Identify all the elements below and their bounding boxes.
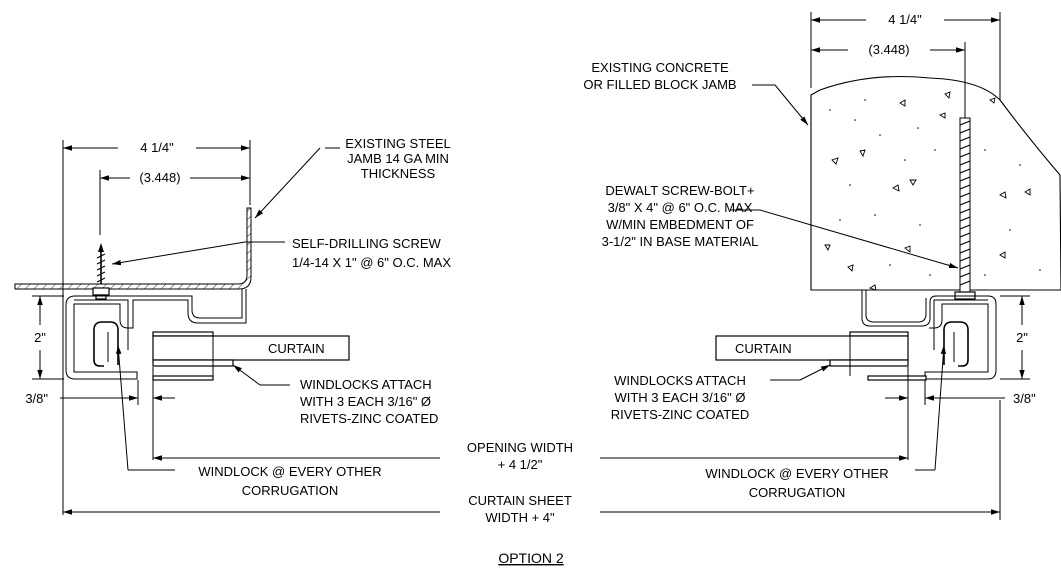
left-curtain: CURTAIN: [152, 331, 350, 381]
right-bolt-note-3: W/MIN EMBEDMENT OF: [606, 217, 754, 232]
curtain-sheet-label-2: WIDTH + 4": [485, 510, 555, 525]
left-dim-overall-label: 4 1/4": [140, 140, 174, 155]
right-concrete-note-1: EXISTING CONCRETE: [591, 60, 729, 75]
right-dim-gap-label: 3/8": [1013, 391, 1036, 406]
left-windlocks-note-2: WITH 3 EACH 3/16" Ø: [300, 394, 431, 409]
right-curtain-label: CURTAIN: [735, 341, 792, 356]
right-leaders: [730, 84, 959, 471]
left-dim-gap: 3/8": [25, 367, 175, 460]
left-screw: [92, 243, 110, 300]
right-concrete-texture: [824, 91, 1041, 291]
curtain-sheet-dimension: CURTAIN SHEET WIDTH + 4": [63, 400, 1001, 525]
opening-width-dimension: OPENING WIDTH + 4 1/2": [153, 440, 908, 472]
right-windlocks-note-2: WITH 3 EACH 3/16" Ø: [614, 390, 745, 405]
right-windlock: [943, 321, 969, 367]
left-dim-height: 2": [32, 295, 64, 380]
opening-width-label-2: + 4 1/2": [498, 457, 543, 472]
left-steel-jamb: [14, 207, 252, 290]
right-dim-overall-label: 4 1/4": [888, 12, 922, 27]
right-windlock-note-1: WINDLOCK @ EVERY OTHER: [705, 466, 888, 481]
right-dim-inner-label: (3.448): [868, 42, 909, 57]
right-dim-gap: 3/8": [885, 367, 1036, 460]
right-curtain: CURTAIN: [715, 331, 927, 381]
left-dim-inner: (3.448): [99, 170, 250, 235]
left-windlock: [93, 321, 119, 367]
left-dim-gap-label: 3/8": [25, 391, 48, 406]
right-detail: 4 1/4" (3.448) CURTAIN: [583, 12, 1061, 500]
left-guide-channel: [65, 289, 247, 380]
right-windlocks-note-3: RIVETS-ZINC COATED: [611, 407, 749, 422]
drawing-title: OPTION 2: [498, 550, 564, 566]
left-jamb-note-1: EXISTING STEEL: [345, 136, 450, 151]
left-dim-overall: 4 1/4": [62, 140, 251, 515]
right-bolt-note-2: 3/8" X 4" @ 6" O.C. MAX: [608, 200, 753, 215]
left-jamb-note-2: JAMB 14 GA MIN: [347, 151, 449, 166]
left-windlocks-note-1: WINDLOCKS ATTACH: [300, 377, 432, 392]
left-dim-height-label: 2": [34, 330, 46, 345]
left-windlock-note-1: WINDLOCK @ EVERY OTHER: [198, 464, 381, 479]
right-windlock-note-2: CORRUGATION: [749, 485, 846, 500]
right-bolt-note-1: DEWALT SCREW-BOLT+: [605, 183, 754, 198]
right-dim-height: 2": [1000, 295, 1030, 380]
right-dim-height-label: 2": [1016, 330, 1028, 345]
left-curtain-label: CURTAIN: [268, 341, 325, 356]
left-leaders: [111, 147, 340, 471]
left-detail: 4 1/4" (3.448): [14, 136, 451, 515]
right-dim-inner: (3.448): [811, 42, 966, 118]
left-dim-inner-label: (3.448): [139, 170, 180, 185]
opening-width-label-1: OPENING WIDTH: [467, 440, 573, 455]
left-screw-note-1: SELF-DRILLING SCREW: [292, 236, 442, 251]
right-concrete-jamb: [810, 75, 1061, 291]
curtain-sheet-label-1: CURTAIN SHEET: [468, 493, 572, 508]
left-windlocks-note-3: RIVETS-ZINC COATED: [300, 411, 438, 426]
right-guide-channel: [861, 290, 997, 380]
right-bolt-note-4: 3-1/2" IN BASE MATERIAL: [602, 234, 759, 249]
left-screw-note-2: 1/4-14 X 1" @ 6" O.C. MAX: [292, 255, 451, 270]
right-windlocks-note-1: WINDLOCKS ATTACH: [614, 373, 746, 388]
left-windlock-note-2: CORRUGATION: [242, 483, 339, 498]
left-jamb-note-3: THICKNESS: [361, 166, 436, 181]
right-concrete-note-2: OR FILLED BLOCK JAMB: [583, 77, 736, 92]
